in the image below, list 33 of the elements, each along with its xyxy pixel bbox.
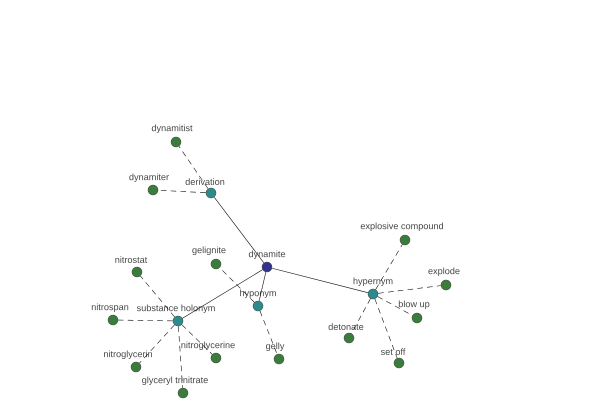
node-label: nitrospan [92, 304, 128, 312]
connector-line [178, 326, 183, 388]
node-label: nitroglycerin [104, 350, 152, 359]
connector-line [219, 267, 255, 303]
connector-line [158, 190, 206, 193]
connector-line [374, 298, 398, 358]
connector-line [351, 298, 371, 334]
node-label: explode [428, 268, 460, 276]
node-label: gelly [266, 342, 284, 351]
connector-line [258, 272, 266, 302]
node-label: blow up [398, 300, 430, 309]
node-label: gelignite [192, 246, 226, 255]
connector-line [377, 296, 413, 316]
connector-line [182, 324, 212, 355]
connector-line [214, 196, 264, 264]
node-label: nitroglycerine [181, 342, 235, 350]
connector-line [118, 320, 173, 322]
connector-line [182, 269, 263, 319]
node-label: explosive compound [360, 222, 444, 231]
node-label: derivation [186, 178, 224, 185]
connector-line [260, 310, 278, 354]
node-label: set off [380, 348, 406, 355]
node-label: glyceryl trinitrate [142, 376, 208, 385]
connector-line [272, 268, 368, 293]
connector-line [140, 276, 175, 318]
connector-line [378, 285, 442, 294]
connector-line [375, 244, 403, 290]
node-label: hypernym [354, 278, 392, 286]
node-label: dynamitist [152, 124, 192, 133]
connector-line [178, 146, 208, 189]
node-label: nitrostat [115, 256, 148, 263]
connector-line [139, 324, 175, 364]
node-label: dynamiter [129, 174, 169, 182]
